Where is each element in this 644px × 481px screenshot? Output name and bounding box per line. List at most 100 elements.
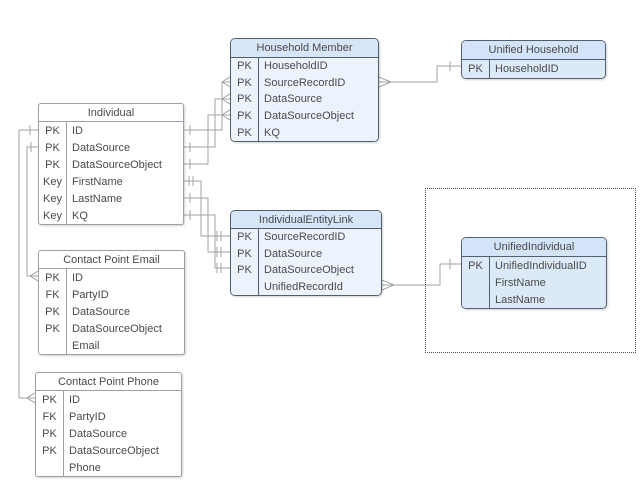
field-cell: SourceRecordID bbox=[264, 76, 346, 89]
field-cell: HouseholdID bbox=[264, 60, 328, 73]
entity-row: PK DataSource bbox=[231, 245, 381, 262]
rel-individual-householdmember-2 bbox=[184, 93, 231, 152]
entity-row: PK SourceRecordID bbox=[231, 74, 378, 92]
key-cell: Key bbox=[39, 173, 67, 190]
entity-row: PK ID bbox=[36, 391, 181, 408]
entity-row: Email bbox=[39, 337, 184, 354]
entity-title: IndividualEntityLink bbox=[231, 211, 381, 229]
field-cell: KQ bbox=[264, 126, 280, 139]
field-cell: DataSource bbox=[72, 305, 131, 318]
rel-individual-email bbox=[26, 142, 39, 282]
entity-unified-household[interactable]: Unified Household PK HouseholdID bbox=[461, 40, 606, 79]
field-cell: FirstName bbox=[72, 175, 123, 188]
entity-row: Key FirstName bbox=[39, 173, 183, 190]
key-cell bbox=[462, 274, 490, 291]
entity-row: PK HouseholdID bbox=[231, 58, 378, 75]
key-cell bbox=[462, 291, 490, 308]
entity-row: PK DataSource bbox=[39, 303, 184, 320]
key-cell: PK bbox=[39, 156, 67, 173]
field-cell: DataSourceObject bbox=[69, 444, 159, 457]
entity-row: PK HouseholdID bbox=[462, 60, 605, 78]
key-cell: FK bbox=[36, 408, 64, 425]
key-cell: PK bbox=[231, 229, 259, 246]
field-cell: DataSource bbox=[72, 141, 131, 154]
key-cell: FK bbox=[39, 286, 67, 303]
field-cell: Email bbox=[72, 339, 100, 352]
key-cell: PK bbox=[39, 303, 67, 320]
dotted-boundary-box[interactable] bbox=[425, 188, 636, 353]
entity-row: UnifiedRecordId bbox=[231, 278, 381, 295]
key-cell: PK bbox=[231, 124, 259, 141]
entity-row: PK DataSource bbox=[39, 139, 183, 156]
field-cell: FirstName bbox=[495, 276, 546, 289]
entity-row: Phone bbox=[36, 459, 181, 476]
key-cell: PK bbox=[462, 257, 490, 274]
field-cell: DataSource bbox=[264, 247, 323, 260]
entity-row: FirstName bbox=[462, 274, 606, 291]
key-cell: PK bbox=[36, 391, 64, 408]
entity-row: PK DataSourceObject bbox=[36, 442, 181, 459]
field-cell: LastName bbox=[495, 293, 546, 306]
entity-title: Contact Point Email bbox=[39, 251, 184, 269]
entity-rows: PK HouseholdID bbox=[462, 60, 605, 78]
rel-individual-phone bbox=[18, 125, 38, 404]
field-cell: SourceRecordID bbox=[264, 231, 346, 244]
field-cell: LastName bbox=[72, 192, 123, 205]
key-cell: PK bbox=[462, 60, 490, 78]
entity-title: Unified Household bbox=[462, 41, 605, 60]
field-cell: Phone bbox=[69, 461, 101, 474]
field-cell: ID bbox=[72, 271, 83, 284]
key-cell: PK bbox=[231, 74, 259, 92]
entity-row: PK KQ bbox=[231, 124, 378, 141]
rel-individual-householdmember-1 bbox=[184, 76, 231, 135]
key-cell: Key bbox=[39, 207, 67, 224]
field-cell: DataSourceObject bbox=[72, 322, 162, 335]
entity-row: PK ID bbox=[39, 269, 184, 286]
field-cell: DataSourceObject bbox=[72, 158, 162, 171]
key-cell: PK bbox=[231, 245, 259, 262]
field-cell: DataSource bbox=[264, 93, 323, 106]
entity-title: Household Member bbox=[231, 39, 378, 58]
key-cell: PK bbox=[39, 320, 67, 337]
key-cell: PK bbox=[36, 442, 64, 459]
entity-household-member[interactable]: Household Member PK HouseholdID PK SourceRe… bbox=[230, 38, 379, 142]
entity-row: PK SourceRecordID bbox=[231, 229, 381, 246]
rel-individual-entitylink-2 bbox=[184, 193, 230, 257]
field-cell: ID bbox=[72, 124, 83, 137]
key-cell: PK bbox=[39, 139, 67, 156]
entity-contact-point-email[interactable]: Contact Point Email PK ID FK PartyID PK DataS… bbox=[38, 250, 185, 355]
entity-row: LastName bbox=[462, 291, 606, 308]
key-cell: PK bbox=[231, 262, 259, 279]
key-cell: PK bbox=[39, 269, 67, 286]
field-cell: ID bbox=[69, 393, 80, 406]
entity-row: PK DataSourceObject bbox=[39, 156, 183, 173]
field-cell: DataSourceObject bbox=[264, 110, 354, 123]
field-cell: UnifiedIndividualID bbox=[495, 259, 587, 272]
entity-row: PK DataSourceObject bbox=[39, 320, 184, 337]
field-cell: HouseholdID bbox=[495, 63, 559, 75]
key-cell: PK bbox=[231, 107, 259, 125]
key-cell: PK bbox=[231, 58, 259, 75]
field-cell: PartyID bbox=[72, 288, 109, 301]
key-cell bbox=[231, 278, 259, 295]
entity-title: Individual bbox=[39, 104, 183, 122]
key-cell bbox=[36, 459, 64, 476]
entity-row: FK PartyID bbox=[39, 286, 184, 303]
